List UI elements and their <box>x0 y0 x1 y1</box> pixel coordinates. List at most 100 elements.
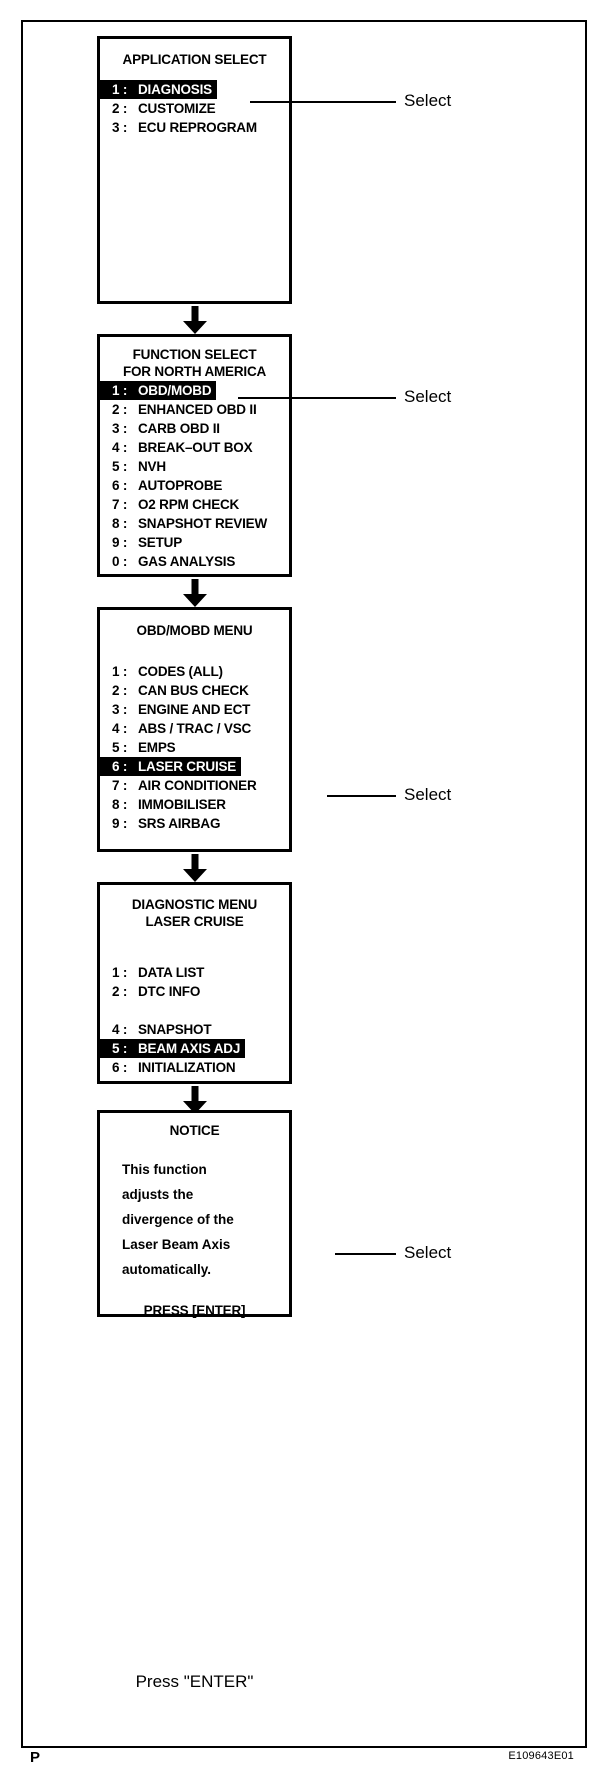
menu-item-number: 6 : <box>112 1060 128 1075</box>
menu-item-label: DATA LIST <box>138 965 205 980</box>
menu-item-label: SRS AIRBAG <box>138 816 221 831</box>
callout-leader-1 <box>250 101 396 103</box>
menu-item-label: LASER CRUISE <box>138 759 237 774</box>
menu-row-wrap: 3 : ECU REPROGRAM <box>100 118 289 137</box>
menu-item-setup[interactable]: 9 : SETUP <box>100 533 289 552</box>
menu-item-label: BEAM AXIS ADJ <box>138 1041 241 1056</box>
menu-item-label: DIAGNOSIS <box>138 82 212 97</box>
menu-item-label: INITIALIZATION <box>138 1060 236 1075</box>
menu-item-carb-obd-ii[interactable]: 3 : CARB OBD II <box>100 419 289 438</box>
menu-item-nvh[interactable]: 5 : NVH <box>100 457 289 476</box>
flow-arrow-1 <box>97 304 292 334</box>
menu-row-wrap: 5 : NVH <box>100 457 289 476</box>
menu-item-gas-analysis[interactable]: 0 : GAS ANALYSIS <box>100 552 289 571</box>
menu-item-air-conditioner[interactable]: 7 : AIR CONDITIONER <box>100 776 289 795</box>
figure-caption: Press "ENTER" <box>135 1672 254 1691</box>
menu-row-wrap: 1 : DIAGNOSIS <box>100 80 289 99</box>
notice-body-line: This function <box>122 1162 207 1177</box>
arrow-head-icon <box>182 594 207 607</box>
menu-item-diagnosis[interactable]: 1 : DIAGNOSIS <box>100 80 217 99</box>
menu-item-o2-rpm-check[interactable]: 7 : O2 RPM CHECK <box>100 495 289 514</box>
figure-id-label: E109643E01 <box>508 1750 574 1762</box>
menu-item-label: AUTOPROBE <box>138 478 223 493</box>
menu-item-initialization[interactable]: 6 : INITIALIZATION <box>100 1058 289 1077</box>
menu-item-emps[interactable]: 5 : EMPS <box>100 738 289 757</box>
menu-item-label: ENHANCED OBD II <box>138 402 257 417</box>
callout-leader-3 <box>327 795 396 797</box>
menu-row-wrap: 6 : INITIALIZATION <box>100 1058 289 1077</box>
menu-item-number: 1 : <box>112 965 128 980</box>
notice-body-line: adjusts the <box>122 1187 194 1202</box>
menu-item-number: 7 : <box>112 778 128 793</box>
menu-item-srs-airbag[interactable]: 9 : SRS AIRBAG <box>100 814 289 833</box>
menu-list: 1 : OBD/MOBD 2 : ENHANCED OBD II 3 : CAR… <box>100 381 289 571</box>
arrow-head-icon <box>182 869 207 882</box>
menu-list: 1 : DATA LIST 2 : DTC INFO 4 : <box>100 963 289 1077</box>
menu-item-number: 9 : <box>112 816 128 831</box>
menu-item-abs-trac-vsc[interactable]: 4 : ABS / TRAC / VSC <box>100 719 289 738</box>
arrow-head-icon <box>182 321 207 334</box>
menu-item-ecu-reprogram[interactable]: 3 : ECU REPROGRAM <box>100 118 289 137</box>
menu-item-label: CARB OBD II <box>138 421 220 436</box>
menu-row-wrap: 4 : BREAK–OUT BOX <box>100 438 289 457</box>
menu-row-wrap: 8 : SNAPSHOT REVIEW <box>100 514 289 533</box>
menu-item-label: SETUP <box>138 535 183 550</box>
menu-item-number: 6 : <box>112 759 128 774</box>
menu-item-label: CODES (ALL) <box>138 664 223 679</box>
menu-item-number: 1 : <box>112 383 128 398</box>
menu-item-label: ECU REPROGRAM <box>138 120 257 135</box>
menu-row-wrap: 5 : BEAM AXIS ADJ <box>100 1039 289 1058</box>
menu-item-label: CAN BUS CHECK <box>138 683 249 698</box>
menu-item-label: GAS ANALYSIS <box>138 554 236 569</box>
screen-function-select: FUNCTION SELECT FOR NORTH AMERICA 1 : OB… <box>97 334 292 577</box>
screen-application-select: APPLICATION SELECT 1 : DIAGNOSIS 2 : CUS… <box>97 36 292 304</box>
menu-item-label: CUSTOMIZE <box>138 101 216 116</box>
screen-title: APPLICATION SELECT <box>122 52 267 67</box>
screen-title: OBD/MOBD MENU <box>136 623 253 638</box>
menu-row-wrap: 0 : GAS ANALYSIS <box>100 552 289 571</box>
menu-item-number: 2 : <box>112 683 128 698</box>
menu-row-wrap: 3 : ENGINE AND ECT <box>100 700 289 719</box>
menu-item-enhanced-obd-ii[interactable]: 2 : ENHANCED OBD II <box>100 400 289 419</box>
screen-subtitle: FOR NORTH AMERICA <box>122 364 267 379</box>
callout-leader-4 <box>335 1253 396 1255</box>
menu-item-autoprobe[interactable]: 6 : AUTOPROBE <box>100 476 289 495</box>
menu-item-number: 2 : <box>112 984 128 999</box>
menu-row-wrap: 6 : AUTOPROBE <box>100 476 289 495</box>
screen-diagnostic-menu: DIAGNOSTIC MENU LASER CRUISE 1 : DATA LI… <box>97 882 292 1084</box>
menu-item-number: 5 : <box>112 740 128 755</box>
document-frame <box>21 20 587 1748</box>
menu-item-dtc-info[interactable]: 2 : DTC INFO <box>100 982 289 1001</box>
menu-item-obd-mobd[interactable]: 1 : OBD/MOBD <box>100 381 217 400</box>
menu-item-label: DTC INFO <box>138 984 201 999</box>
notice-body-line: automatically. <box>122 1262 212 1277</box>
menu-row-wrap: 1 : OBD/MOBD <box>100 381 289 400</box>
menu-item-beam-axis-adj[interactable]: 5 : BEAM AXIS ADJ <box>100 1039 246 1058</box>
arrow-shaft <box>191 854 198 871</box>
menu-item-codes-all[interactable]: 1 : CODES (ALL) <box>100 662 289 681</box>
menu-item-number: 3 : <box>112 120 128 135</box>
menu-item-label: SNAPSHOT REVIEW <box>138 516 268 531</box>
menu-item-snapshot[interactable]: 4 : SNAPSHOT <box>100 1020 289 1039</box>
screen-subtitle: LASER CRUISE <box>145 914 244 929</box>
menu-item-immobiliser[interactable]: 8 : IMMOBILISER <box>100 795 289 814</box>
menu-item-break-out-box[interactable]: 4 : BREAK–OUT BOX <box>100 438 289 457</box>
callout-leader-2 <box>238 397 396 399</box>
flow-arrow-2 <box>97 577 292 607</box>
menu-item-can-bus-check[interactable]: 2 : CAN BUS CHECK <box>100 681 289 700</box>
menu-item-number: 4 : <box>112 440 128 455</box>
menu-row-wrap: 3 : CARB OBD II <box>100 419 289 438</box>
menu-row-spacer <box>100 1001 289 1020</box>
callout-label-select-4: Select <box>404 1243 452 1262</box>
menu-item-data-list[interactable]: 1 : DATA LIST <box>100 963 289 982</box>
menu-item-engine-and-ect[interactable]: 3 : ENGINE AND ECT <box>100 700 289 719</box>
menu-item-customize[interactable]: 2 : CUSTOMIZE <box>100 99 289 118</box>
menu-item-snapshot-review[interactable]: 8 : SNAPSHOT REVIEW <box>100 514 289 533</box>
menu-row-wrap: 1 : CODES (ALL) <box>100 662 289 681</box>
callout-label-select-2: Select <box>404 387 452 406</box>
callout-label-select-3: Select <box>404 785 452 804</box>
flow-column: APPLICATION SELECT 1 : DIAGNOSIS 2 : CUS… <box>97 36 292 1318</box>
menu-item-laser-cruise[interactable]: 6 : LASER CRUISE <box>100 757 242 776</box>
notice-body: This function adjusts the divergence of … <box>100 1157 289 1282</box>
menu-row-wrap: 5 : EMPS <box>100 738 289 757</box>
